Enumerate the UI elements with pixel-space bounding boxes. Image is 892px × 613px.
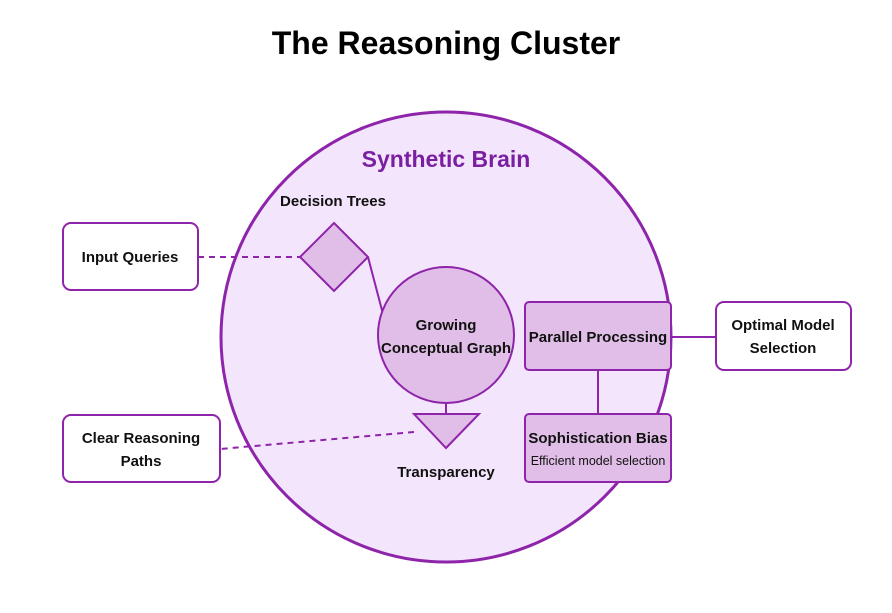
sophistication-bias-subtitle: Efficient model selection <box>531 454 666 468</box>
conceptual-graph-label-line2: Conceptual Graph <box>381 340 511 357</box>
parallel-processing-label: Parallel Processing <box>529 329 667 346</box>
decision-trees-diamond <box>298 221 370 293</box>
transparency-triangle <box>411 413 482 450</box>
optimal-model-selection-box <box>715 301 852 371</box>
diagram-title: The Reasoning Cluster <box>272 25 621 61</box>
sophistication-bias-box <box>524 413 672 483</box>
optimal-model-selection-line1: Optimal Model <box>731 317 834 334</box>
clear-reasoning-paths-line1: Clear Reasoning <box>82 430 200 447</box>
input-queries-label: Input Queries <box>82 249 179 266</box>
parallel-processing-box <box>524 301 672 371</box>
sophistication-bias-title: Sophistication Bias <box>528 430 667 447</box>
conceptual-graph-circle <box>377 266 515 404</box>
input-queries-box <box>62 222 199 291</box>
transparency-label: Transparency <box>397 464 495 481</box>
clear-reasoning-paths-box <box>62 414 221 483</box>
synthetic-brain-label: Synthetic Brain <box>362 146 531 172</box>
optimal-model-selection-line2: Selection <box>750 340 817 357</box>
decision-trees-label: Decision Trees <box>280 193 386 210</box>
conceptual-graph-label-line1: Growing <box>416 317 477 334</box>
clear-reasoning-paths-line2: Paths <box>121 453 162 470</box>
